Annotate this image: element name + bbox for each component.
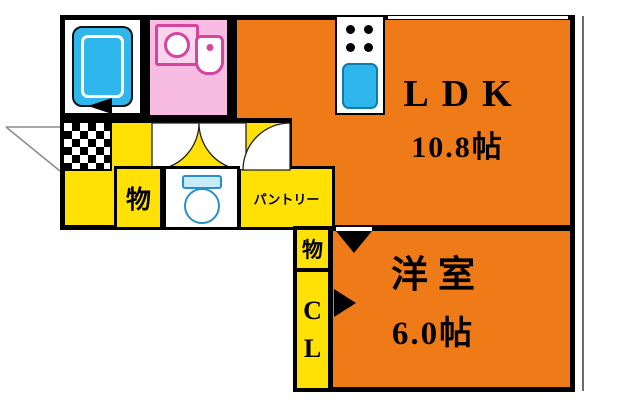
vanity-icon [195,35,224,75]
bedroom-storage-closet: 物 [293,226,332,272]
bedroom-door-opening [336,226,372,231]
faucet-icon [206,44,213,51]
stove-icon [364,25,373,34]
kitchen-counter [335,15,385,115]
washroom-room [145,15,232,120]
toilet-bowl-icon [183,188,220,224]
bathtub-inner-outline [81,35,124,98]
pantry: パントリー [238,166,335,230]
entrance-checker [62,121,112,171]
toilet-icon [181,175,222,189]
ldk-room-area: 10.8帖 [411,131,504,164]
washing-machine-drum-icon [164,32,190,58]
bathroom-room [60,15,145,118]
bedroom-label: 洋室 6.0帖 [338,244,528,354]
toilet-room [163,166,240,230]
approach-line-diagonal [5,126,61,172]
bedroom-room-name: 洋室 [391,255,485,296]
bedroom-storage-label: 物 [302,238,323,262]
stove-icon [346,43,355,52]
stove-icon [346,25,355,34]
ldk-room-name: LDK [403,73,525,115]
sink-icon [342,63,378,109]
bedroom-room-area: 6.0帖 [391,316,475,352]
hall-storage-label: 物 [125,187,151,214]
closet: C L [293,268,332,392]
window [388,15,568,20]
washing-machine-icon [155,24,199,66]
closet-label-l: L [303,334,322,363]
bathtub-icon [72,26,133,107]
ldk-label: LDK 10.8帖 [365,72,550,166]
stove-icon [364,43,373,52]
closet-label-c: C [303,296,322,325]
pantry-label: パントリー [253,191,320,207]
hall-storage-closet: 物 [114,166,163,230]
